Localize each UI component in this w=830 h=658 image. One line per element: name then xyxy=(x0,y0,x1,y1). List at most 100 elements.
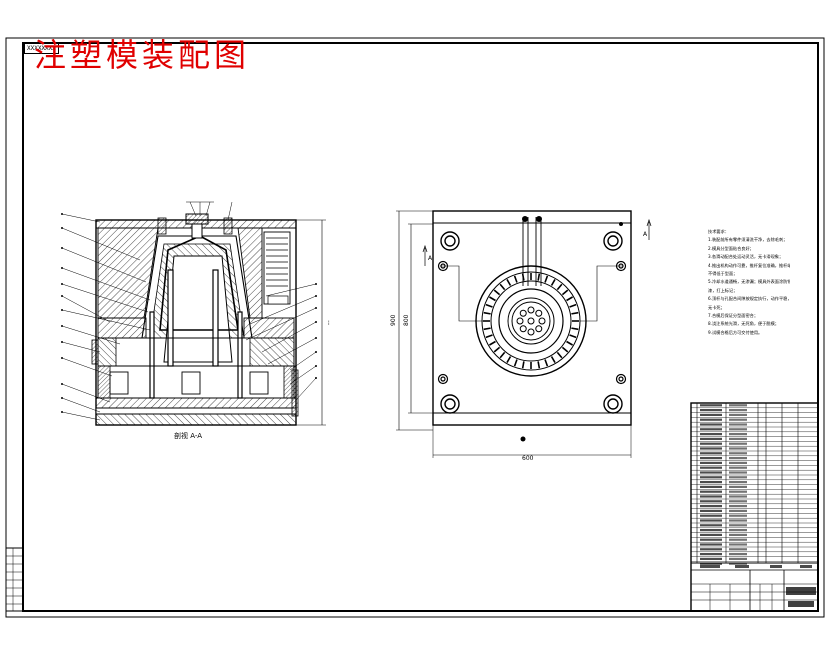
ring-tooth xyxy=(569,334,577,339)
parts-row-entry xyxy=(729,509,747,512)
parts-row-entry xyxy=(729,437,747,440)
section-view: ¦ xyxy=(61,201,330,440)
ejector-pin-hole xyxy=(519,325,527,333)
drawing-title: 注塑模装配图 xyxy=(34,36,251,74)
note-line: 5.冷却水道通畅，无渗漏；模具外表面涂防锈 xyxy=(708,279,790,285)
parts-row-entry xyxy=(700,471,722,474)
view-arrow-label-left: A xyxy=(428,255,433,262)
ejector-pin-hole xyxy=(527,328,535,336)
technical-notes: 技术要求： 1.装配前所有零件须清洗干净，去除毛刺； 2.模具分型面贴合良好； … xyxy=(708,228,790,337)
ring-tooth xyxy=(521,273,525,281)
parts-row-entry xyxy=(729,519,747,522)
ring-tooth xyxy=(571,311,579,315)
parts-row-entry xyxy=(729,457,747,460)
note-line: 6.顶杆与孔配合间隙按规定执行，动作平稳， xyxy=(708,296,790,302)
parts-row-entry xyxy=(729,514,747,517)
parts-row-entry xyxy=(729,485,747,488)
parts-row-entry xyxy=(700,553,722,556)
ring-tooth xyxy=(485,303,493,308)
note-line: 3.各滑动配合处运动灵活，无卡滞现象； xyxy=(708,254,784,260)
ring-tooth xyxy=(506,356,512,363)
ejector-pin-hole xyxy=(519,309,527,317)
parts-row-entry xyxy=(700,466,722,469)
parts-row-entry xyxy=(729,500,747,503)
ring-tooth xyxy=(544,275,549,283)
ring-tooth xyxy=(493,346,501,353)
parts-row-entry xyxy=(700,505,722,508)
parts-row-entry xyxy=(700,423,722,426)
parts-row-entry xyxy=(729,490,747,493)
parts-row-entry xyxy=(729,529,747,532)
ring-tooth xyxy=(537,361,541,369)
parts-row-entry xyxy=(729,505,747,508)
note-line: 漆，打上标记； xyxy=(708,287,738,293)
svg-text:¦: ¦ xyxy=(328,320,330,326)
parts-row-entry xyxy=(700,428,722,431)
binding-strip xyxy=(5,547,24,612)
parts-row-entry xyxy=(700,548,722,551)
parts-row-entry xyxy=(729,466,747,469)
ring-tooth xyxy=(556,351,563,359)
ring-tooth xyxy=(493,289,501,296)
parts-row-entry xyxy=(700,495,722,498)
parts-row-entry xyxy=(729,428,747,431)
view-arrow-label-right: A xyxy=(643,231,648,238)
parts-row-entry xyxy=(729,461,747,464)
ejector-pin-hole xyxy=(535,325,543,333)
parts-row-entry xyxy=(700,437,722,440)
parts-row-entry xyxy=(729,557,747,560)
dim-height-outer: 900 xyxy=(390,314,397,326)
parts-row-entry xyxy=(700,509,722,512)
parts-row-entry xyxy=(729,413,747,416)
note-line: 1.装配前所有零件须清洗干净，去除毛刺； xyxy=(708,237,788,243)
ring-tooth xyxy=(513,359,518,367)
parts-row-entry xyxy=(700,529,722,532)
note-line: 7.合模后保证分型面密合； xyxy=(708,313,759,319)
parts-row-entry xyxy=(700,485,722,488)
parts-row-entry xyxy=(700,457,722,460)
dim-overall-width: 600 xyxy=(522,455,534,462)
ejector-pin-hole xyxy=(535,309,543,317)
parts-row-entry xyxy=(700,524,722,527)
section-label: 剖视 A-A xyxy=(174,431,202,440)
parts-row-entry xyxy=(700,533,722,536)
ring-tooth xyxy=(513,275,518,283)
ring-tooth xyxy=(499,283,506,291)
parts-row-entry xyxy=(729,447,747,450)
ring-tooth xyxy=(489,296,496,302)
ring-tooth xyxy=(499,351,506,359)
parts-row-entry xyxy=(700,452,722,455)
parts-row-entry xyxy=(729,423,747,426)
ring-tooth xyxy=(561,346,569,353)
parts-row-entry xyxy=(729,533,747,536)
parts-row-entry xyxy=(729,543,747,546)
parts-row-entry xyxy=(729,562,747,565)
parts-row-entry xyxy=(729,548,747,551)
ring-tooth xyxy=(571,327,579,331)
parts-row-entry xyxy=(700,461,722,464)
parts-row-entry xyxy=(700,413,722,416)
ejector-pin-hole xyxy=(538,317,546,325)
ring-tooth xyxy=(556,283,563,291)
ring-tooth xyxy=(566,340,573,346)
ring-tooth xyxy=(506,279,512,286)
parts-row-entry xyxy=(700,538,722,541)
parts-row-entry xyxy=(700,543,722,546)
parts-row-entry xyxy=(700,490,722,493)
parts-list xyxy=(690,402,819,612)
parts-row-entry xyxy=(700,476,722,479)
parts-row-entry xyxy=(729,476,747,479)
ring-tooth xyxy=(483,327,491,331)
drawing-code-tag: XXXXXXXX xyxy=(24,43,59,54)
parts-row-entry xyxy=(729,404,747,407)
parts-row-entry xyxy=(729,495,747,498)
parts-row-entry xyxy=(729,471,747,474)
parts-row-entry xyxy=(729,538,747,541)
parts-row-entry xyxy=(729,524,747,527)
note-line: 技术要求： xyxy=(708,229,729,234)
parts-row-entry xyxy=(700,500,722,503)
parts-row-entry xyxy=(729,442,747,445)
parts-row-entry xyxy=(729,481,747,484)
ring-tooth xyxy=(550,356,556,363)
